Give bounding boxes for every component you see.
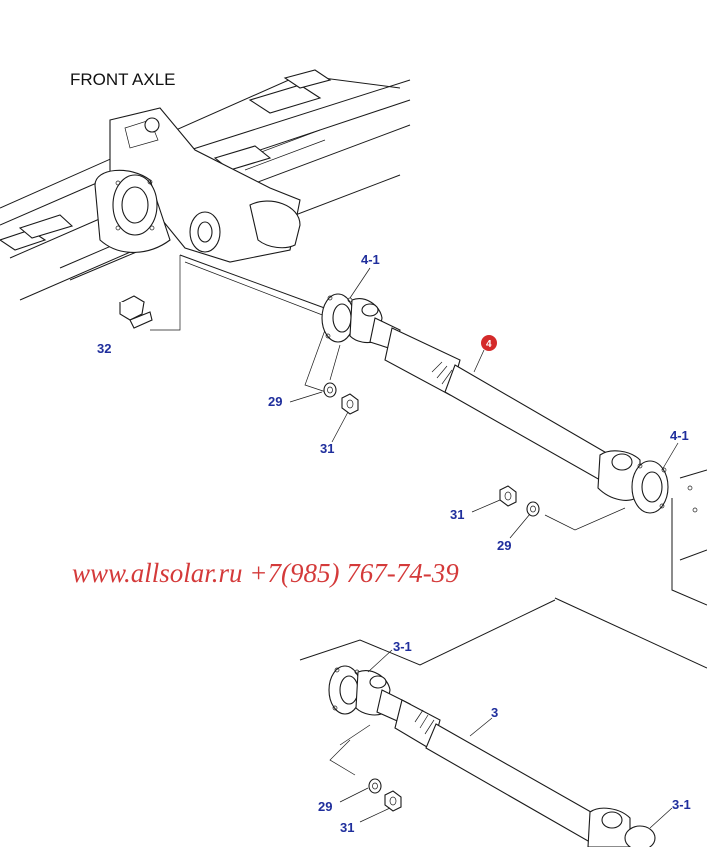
- drive-shaft-3: [328, 665, 656, 847]
- leader-31-left: [331, 411, 349, 443]
- leader-shaft-3-top: [299, 599, 556, 666]
- callout-32: 32: [97, 341, 111, 356]
- leader-3: [469, 717, 493, 737]
- leader-32: [150, 255, 181, 331]
- callout-4: 4: [486, 339, 492, 350]
- callout-31-right: 31: [450, 507, 464, 522]
- washer-29-left: [323, 382, 337, 398]
- drive-shaft-4: [321, 293, 669, 514]
- leader-bottom-nuts: [329, 739, 356, 776]
- callout-31-bottom: 31: [340, 820, 354, 835]
- callout-4-1-top: 4-1: [361, 252, 380, 267]
- nut-31-left: [341, 393, 359, 415]
- leader-29-bottom: [339, 787, 369, 803]
- leader-29-right: [509, 513, 531, 539]
- diagram-title: FRONT AXLE: [70, 70, 176, 89]
- leader-4: [473, 349, 485, 373]
- nut-31-right: [499, 485, 517, 507]
- leader-29-left: [289, 391, 323, 403]
- callout-3: 3: [491, 705, 498, 720]
- bolt-32: [119, 295, 153, 329]
- watermark: www.allsolar.ru +7(985) 767-74-39: [72, 558, 459, 588]
- leader-4-1-top: [349, 267, 371, 299]
- callout-31-left: 31: [320, 441, 334, 456]
- leader-31-bottom: [359, 807, 391, 823]
- highlight-badge: [481, 335, 497, 351]
- leader-4-1-right: [661, 442, 679, 471]
- transmission-housing: [554, 469, 707, 669]
- callout-3-1-bottom: 3-1: [672, 797, 691, 812]
- nut-31-bottom: [384, 790, 402, 812]
- leader-bottom-flange: [339, 724, 371, 746]
- front-axle-housing: [0, 69, 411, 317]
- callout-29-left: 29: [268, 394, 282, 409]
- leader-3-1-bottom: [649, 807, 673, 829]
- leader-right-nuts: [544, 507, 626, 531]
- leader-31-right: [471, 499, 501, 513]
- callout-4-1-right: 4-1: [670, 428, 689, 443]
- leader-3-1-top: [367, 649, 393, 673]
- callout-29-right: 29: [497, 538, 511, 553]
- washer-29-bottom: [368, 778, 382, 794]
- leader-flange: [329, 344, 341, 381]
- callout-29-bottom: 29: [318, 799, 332, 814]
- washer-29-right: [526, 501, 540, 517]
- callout-3-1-top: 3-1: [393, 639, 412, 654]
